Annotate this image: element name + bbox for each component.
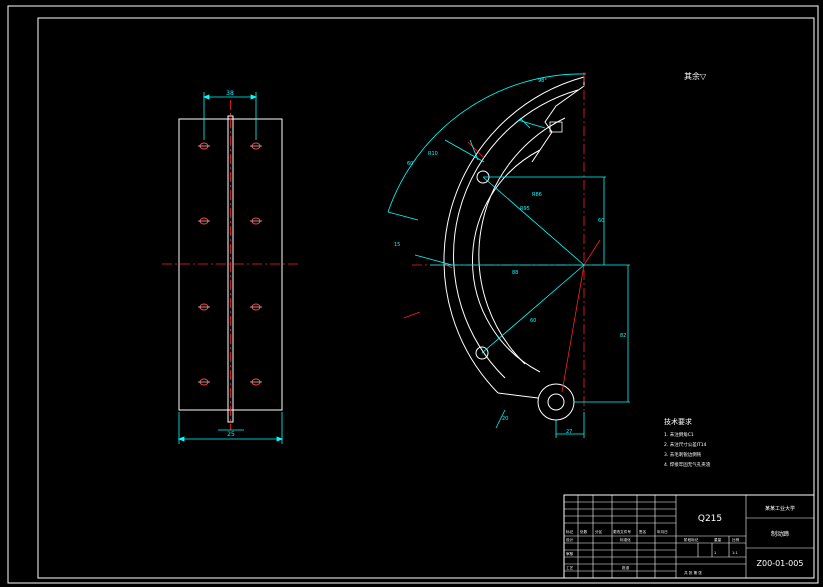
side-dimension-labels: 98° 60 R86 R95 R10 60 82 88 27 15 60 20 bbox=[394, 78, 626, 435]
dim-top-label: 38 bbox=[226, 90, 234, 97]
count-value: 1 bbox=[714, 551, 716, 555]
title-block: Q215 某某工业大学 制动蹄 Z00-01-005 标记 设计 审核 工艺 处… bbox=[563, 494, 815, 579]
header-cell: 更改文件号 bbox=[613, 529, 631, 534]
dim-horizontal: 88 bbox=[512, 270, 518, 276]
spring-hole-lower bbox=[475, 346, 489, 360]
part-name: 制动蹄 bbox=[771, 530, 789, 538]
radial-mark-2 bbox=[403, 311, 421, 319]
web-outer-arc bbox=[478, 117, 566, 365]
dim-top-group bbox=[202, 92, 258, 140]
front-view: 38 25 bbox=[162, 90, 300, 444]
dim-r-upper: R86 bbox=[532, 192, 542, 198]
row-label: 设计 bbox=[566, 537, 574, 542]
dim-r-upper-2: R95 bbox=[520, 206, 530, 212]
dim-arc: 60 bbox=[407, 161, 413, 167]
bottom-end-line bbox=[497, 392, 539, 399]
side-view: 98° 60 R86 R95 R10 60 82 88 27 15 60 20 bbox=[387, 72, 630, 438]
pivot-hole bbox=[547, 393, 565, 411]
weight-label: 重量 bbox=[714, 537, 722, 542]
top-lug bbox=[549, 121, 563, 133]
tech-req-item: 1. 未注倒角C1 bbox=[664, 431, 694, 438]
web-inner-arc bbox=[471, 149, 541, 373]
header-cell: 年月日 bbox=[657, 529, 668, 534]
row-label: 标记 bbox=[566, 529, 574, 534]
technical-requirements: 技术要求 1. 未注倒角C1 2. 未注尺寸公差IT14 3. 去毛刺锐边倒钝 … bbox=[664, 417, 711, 468]
row-label: 工艺 bbox=[566, 565, 574, 570]
pivot-boss bbox=[537, 383, 575, 421]
dim-bottom-label: 25 bbox=[227, 431, 235, 438]
material-label: Q215 bbox=[698, 514, 722, 524]
web-plate-outline bbox=[227, 115, 234, 423]
dim-bottom-group bbox=[177, 412, 284, 444]
top-end-profile bbox=[531, 77, 585, 163]
title-block-cells: 标记 设计 审核 工艺 处数 分区 更改文件号 签名 年月日 标准化 批准 阶段… bbox=[566, 529, 740, 575]
dim-offset: 27 bbox=[566, 429, 572, 435]
lining-outer-arc bbox=[443, 76, 585, 394]
sheet-info: 共 张 第 张 bbox=[684, 570, 702, 575]
dim-bottom-r: 20 bbox=[502, 416, 508, 422]
dim-vertical-lower: 82 bbox=[620, 333, 626, 339]
tech-req-item: 4. 焊接牢固无气孔夹渣 bbox=[664, 461, 711, 468]
inner-frame bbox=[37, 17, 815, 579]
drawing-number: Z00-01-005 bbox=[757, 559, 804, 568]
pivot-radius-line bbox=[561, 264, 585, 393]
header-cell: 处数 bbox=[580, 529, 588, 534]
standardize-label: 标准化 bbox=[620, 537, 631, 542]
tech-req-item: 3. 去毛刺锐边倒钝 bbox=[664, 451, 702, 458]
stage-label: 阶段标记 bbox=[684, 537, 699, 542]
dim-vertical-upper: 60 bbox=[598, 218, 604, 224]
side-dimension-lines bbox=[387, 73, 630, 438]
dim-r-lower: 60 bbox=[530, 318, 536, 324]
school-name: 某某工业大学 bbox=[765, 505, 795, 512]
dim-small: 15 bbox=[394, 242, 400, 248]
rivet-hole-centers bbox=[198, 145, 262, 383]
approve-label: 批准 bbox=[622, 565, 630, 570]
scale-label: 比例 bbox=[732, 537, 740, 542]
header-cell: 分区 bbox=[595, 529, 603, 534]
lining-inner-arc bbox=[453, 89, 579, 379]
scale-value: 1:1 bbox=[732, 551, 738, 555]
tech-req-title: 技术要求 bbox=[664, 417, 692, 426]
dim-angle: 98° bbox=[538, 78, 547, 84]
surface-note: 其余▽ bbox=[684, 71, 707, 81]
dim-hole: R10 bbox=[428, 151, 438, 157]
center-tick bbox=[583, 239, 601, 266]
row-label: 审核 bbox=[566, 551, 574, 556]
radial-mark-1 bbox=[467, 141, 485, 159]
header-cell: 签名 bbox=[639, 529, 647, 534]
tech-req-item: 2. 未注尺寸公差IT14 bbox=[664, 441, 707, 448]
outer-frame bbox=[7, 5, 819, 584]
